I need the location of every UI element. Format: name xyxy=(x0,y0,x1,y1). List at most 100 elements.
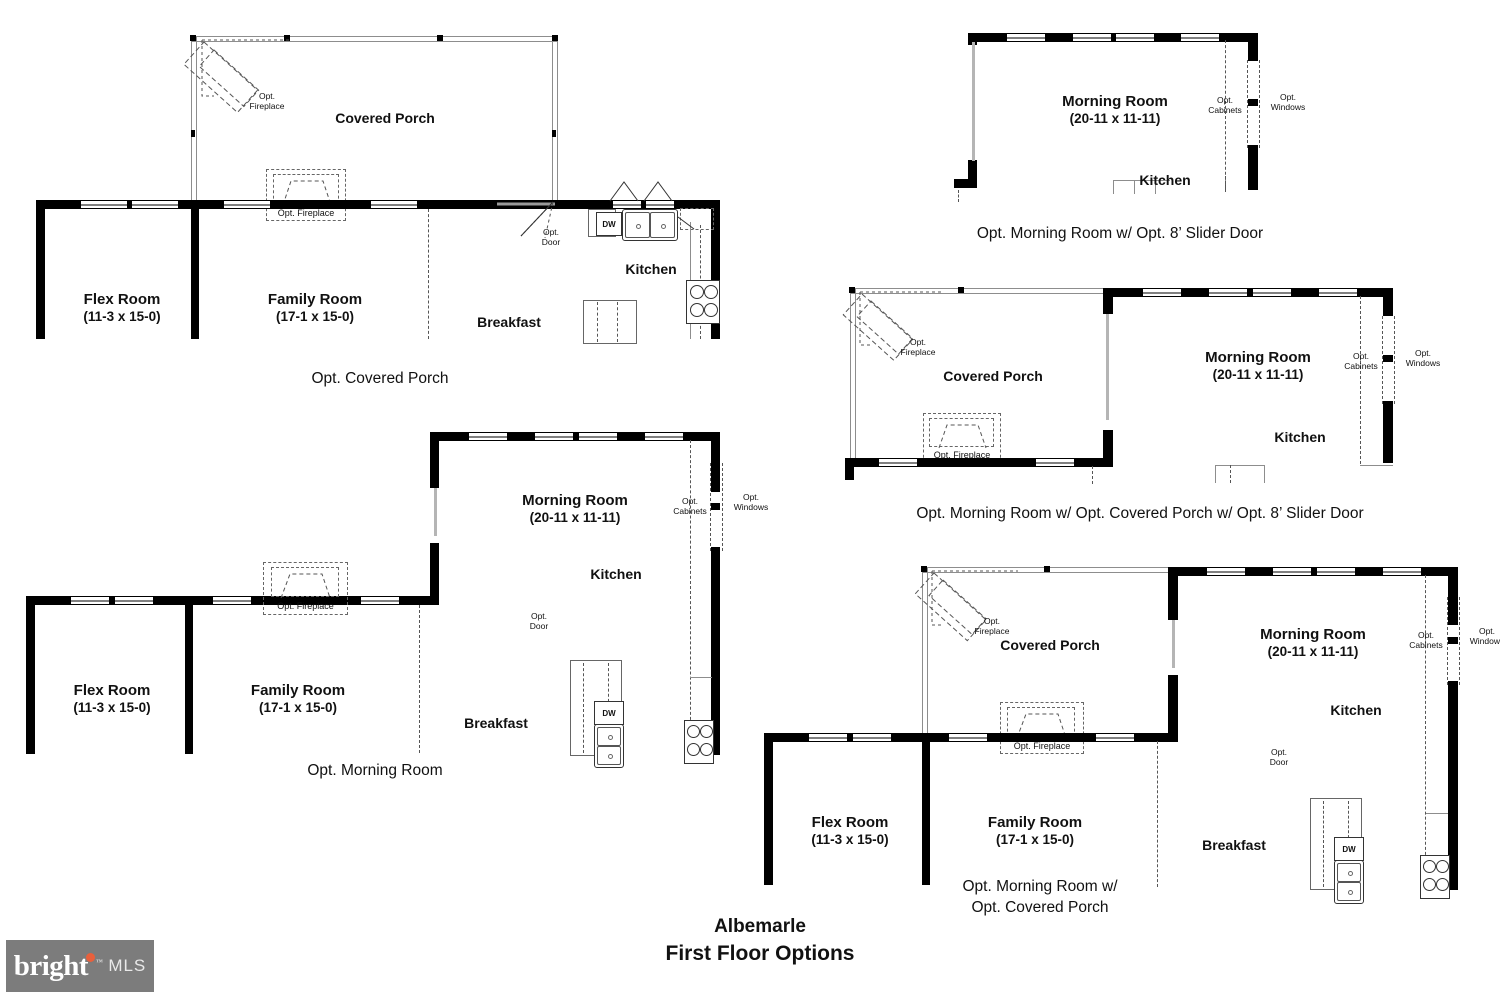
window-family-2 xyxy=(370,200,418,209)
mr3-kitchen-label: Kitchen xyxy=(1274,429,1326,445)
mr4-flex-family-divider xyxy=(185,596,193,754)
mr2-window-1 xyxy=(1006,33,1046,42)
porch-post-e xyxy=(552,130,556,137)
mr5-sink-basin-bottom xyxy=(1337,882,1361,901)
mr5-slider-door xyxy=(1172,620,1175,668)
mr5-family-room-label: Family Room(17-1 x 15-0) xyxy=(987,814,1083,847)
mr4-breakfast-divider xyxy=(419,605,420,753)
mr2-windows-dash-r xyxy=(1259,60,1260,148)
mr4-burner-4 xyxy=(700,743,713,756)
plan-5-caption: Opt. Morning Room w/ Opt. Covered Porch xyxy=(962,878,1118,916)
mr3-kitchen-counter-top xyxy=(1215,465,1265,466)
mr4-opt-windows-label: Opt.Windows xyxy=(733,492,769,512)
mr3-opt-fireplace-hearth xyxy=(935,422,990,449)
mr5-counter-right-top xyxy=(1426,813,1448,814)
mr4-left-wall xyxy=(26,596,35,754)
mr2-cabinets-dash xyxy=(1225,40,1226,190)
mr4-opt-door-label: Opt.Door xyxy=(529,611,549,631)
mr5-mr-top-wall xyxy=(1168,567,1458,576)
porch-post-b xyxy=(284,35,290,41)
burner-2 xyxy=(704,285,718,299)
mr4-right-wall-top xyxy=(711,432,720,492)
plan-opt-morning-room-porch-slider: Opt.Fireplace Covered Porch Opt. Firepla… xyxy=(830,270,1470,540)
mr3-morning-room-label: Morning Room(20-11 x 11-11) xyxy=(1205,349,1311,382)
mr2-slider-door xyxy=(972,42,975,161)
trademark-symbol: ™ xyxy=(95,957,103,966)
mr3-main-left-wall xyxy=(845,458,854,480)
mr5-mr-left-wall-lower xyxy=(1168,675,1178,741)
mr2-left-wall-upper xyxy=(968,33,977,45)
mr4-burner-1 xyxy=(687,725,700,738)
porch-post-f xyxy=(191,130,195,137)
mr2-window-mullion xyxy=(1248,99,1258,106)
mr3-porch-opt-fireplace-diagonal xyxy=(842,290,960,382)
mr5-breakfast-label: Breakfast xyxy=(1202,837,1266,853)
mr4-left-wall-lower xyxy=(430,543,439,605)
bright-wordmark: bright ™ xyxy=(14,950,103,983)
mr2-windows-dash-l xyxy=(1247,60,1248,148)
mr5-dishwasher: DW xyxy=(1334,837,1364,861)
mr3-counter-right xyxy=(1360,465,1393,466)
mr4-rear-window-2 xyxy=(114,596,154,605)
mr5-porch-opt-fireplace-label: Opt.Fireplace xyxy=(974,616,1010,636)
mr5-burner-4 xyxy=(1436,878,1449,891)
mr5-opt-fireplace-label: Opt. Fireplace xyxy=(1013,741,1071,751)
mr5-burner-3 xyxy=(1423,878,1436,891)
mr2-left-dash xyxy=(958,190,959,202)
main-right-wall xyxy=(711,200,720,339)
mr5-rear-window-2 xyxy=(852,733,892,742)
kitchen-label: Kitchen xyxy=(625,261,677,277)
mr5-kitchen-label: Kitchen xyxy=(1330,702,1382,718)
mr3-porch-post-b xyxy=(958,287,964,293)
plan-name: Albemarle xyxy=(714,916,806,937)
mr5-opt-door-label: Opt.Door xyxy=(1269,747,1289,767)
mr3-window-1 xyxy=(1142,288,1182,297)
plan-opt-morning-room-slider: Morning Room(20-11 x 11-11) Kitchen Opt.… xyxy=(920,0,1320,260)
mr4-rear-window-4 xyxy=(360,596,400,605)
opt-door-swing xyxy=(495,200,565,242)
porch-opt-fireplace-diagonal xyxy=(183,38,310,138)
kitchen-dishwasher: DW xyxy=(596,212,622,236)
mr4-opt-fireplace-hearth xyxy=(277,571,334,599)
mr4-breakfast-label: Breakfast xyxy=(464,715,528,731)
mr4-burner-2 xyxy=(700,725,713,738)
mr4-window-3 xyxy=(578,432,618,441)
mr5-window-3 xyxy=(1316,567,1356,576)
family-opt-fireplace-outer-box xyxy=(266,169,346,221)
mr4-sink-basin-top xyxy=(597,727,621,746)
breakfast-label: Breakfast xyxy=(477,314,541,330)
mr4-window-4 xyxy=(644,432,684,441)
plan-opt-morning-room: Opt. Fireplace DW Morning Room(20-11 x 1… xyxy=(0,415,770,805)
porch-post-a xyxy=(190,35,196,41)
porch-room-label: Covered Porch xyxy=(335,110,435,126)
mr3-mr-left-wall xyxy=(1103,288,1113,314)
mr5-porch-post-b xyxy=(1044,566,1050,572)
mr4-burner-3 xyxy=(687,743,700,756)
mr5-porch-top-inner xyxy=(922,572,1176,573)
mr5-porch-post-a xyxy=(921,566,927,572)
burner-3 xyxy=(690,303,704,317)
bright-text: bright xyxy=(13,949,89,982)
burner-4 xyxy=(704,303,718,317)
mr5-windows-dash-l xyxy=(1447,597,1448,685)
mr3-mr-right-wall-top xyxy=(1383,288,1393,316)
mr3-porch-top-outer xyxy=(850,288,1104,289)
kitchen-island-dash-1 xyxy=(597,302,598,342)
mr3-windows-dash-r xyxy=(1394,316,1395,404)
dw-label: DW xyxy=(602,708,616,718)
flex-room-label: Flex Room(11-3 x 15-0) xyxy=(83,291,161,324)
window-family-1 xyxy=(223,200,271,209)
mr5-windows-dash-r xyxy=(1459,597,1460,685)
mr3-main-rear-wall xyxy=(845,458,1113,467)
mr3-cabinets-dash xyxy=(1360,296,1361,464)
mr5-opt-cabinets-label: Opt.Cabinets xyxy=(1409,630,1443,650)
mr3-kitchen-counter-a xyxy=(1215,465,1216,483)
mr5-opt-fireplace-outer-box xyxy=(1000,702,1084,754)
mr3-porch-post-a xyxy=(849,287,855,293)
mr5-sink-basin-top xyxy=(1337,863,1361,882)
mr5-window-2 xyxy=(1272,567,1312,576)
mr5-covered-porch-label: Covered Porch xyxy=(1000,637,1100,653)
mr5-morning-room-label: Morning Room(20-11 x 11-11) xyxy=(1260,626,1366,659)
mr2-kitchen-counter-top xyxy=(1113,180,1170,181)
